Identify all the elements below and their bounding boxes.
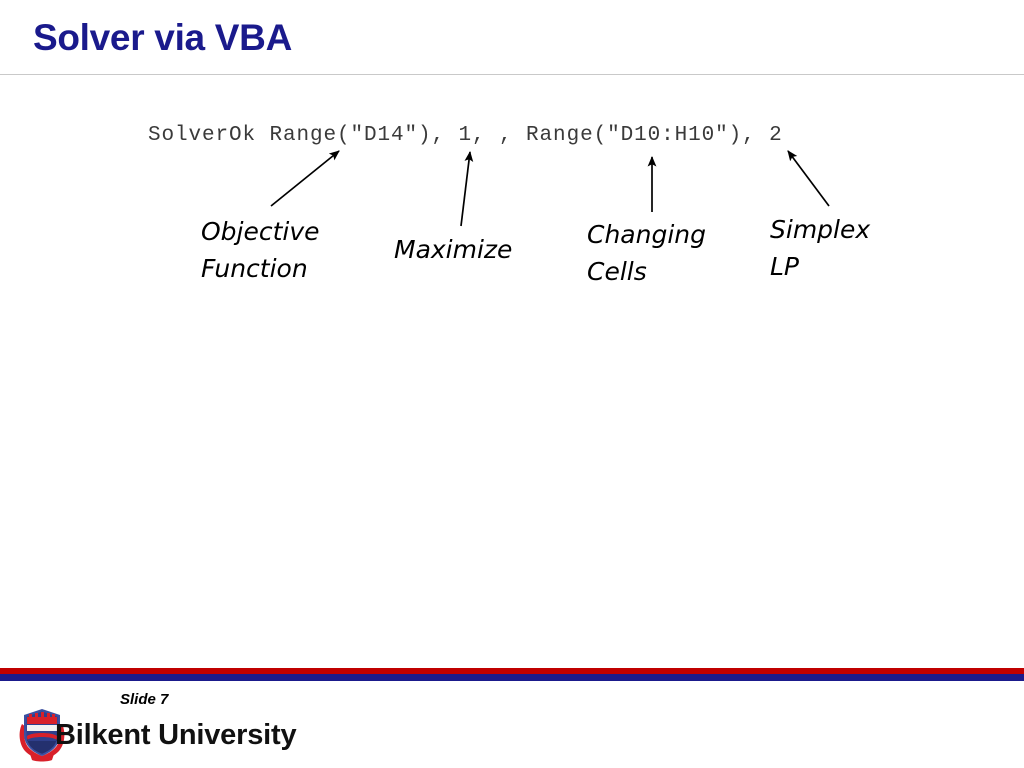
footer-brand-name: Bilkent University [55, 719, 297, 751]
annotation-label-objective-function: Objective Function [201, 217, 320, 283]
slide-number: Slide 7 [120, 691, 169, 708]
arrow-simplex-lp [787, 150, 830, 207]
bilkent-shield-icon [19, 709, 65, 762]
annotation-label-changing-cells: Changing Cells [587, 220, 706, 286]
vba-code-line: SolverOk Range("D14"), 1, , Range("D10:H… [148, 124, 783, 147]
arrow-objective-function [270, 150, 340, 207]
footer-bar-red [0, 668, 1024, 674]
arrow-maximize [460, 150, 474, 227]
title-divider [0, 74, 1024, 75]
annotation-label-maximize: Maximize [394, 235, 513, 264]
annotation-label-simplex-lp: Simplex LP [770, 215, 871, 281]
page-title: Solver via VBA [33, 17, 293, 58]
footer-bar-navy [0, 674, 1024, 681]
